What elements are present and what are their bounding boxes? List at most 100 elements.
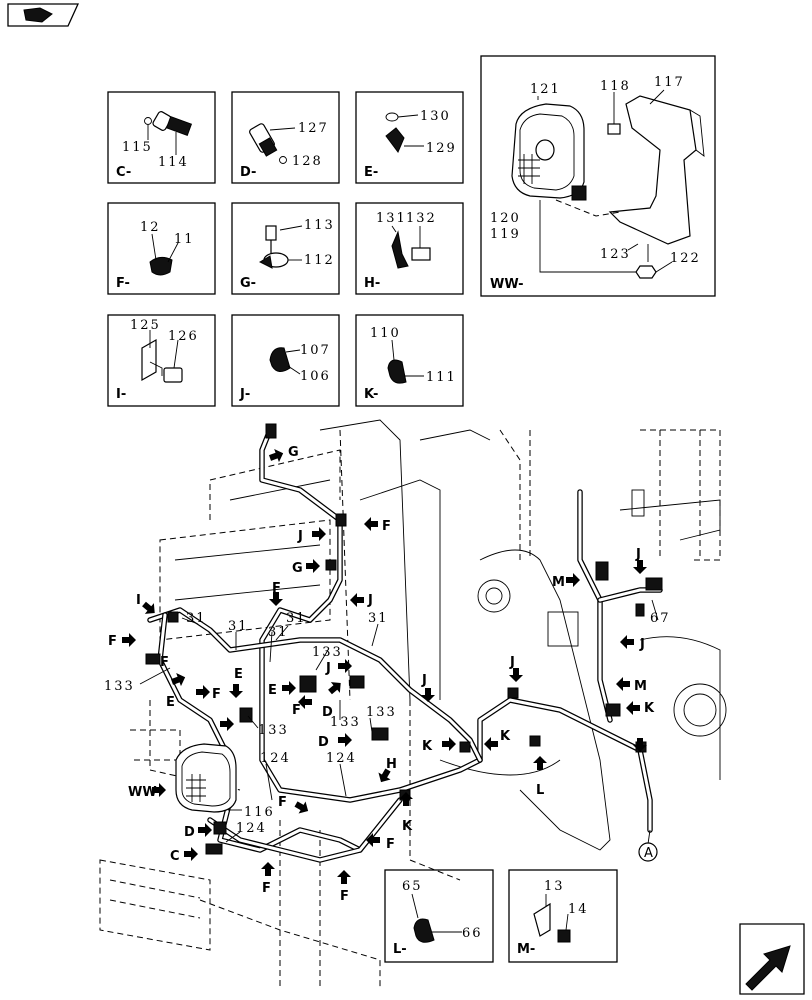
part-number: 130	[420, 109, 451, 124]
next-page-arrow-icon[interactable]	[739, 923, 805, 995]
detail-box-i: 125 126 I-	[107, 314, 216, 407]
part-number: 31	[186, 611, 207, 626]
callout-letter: M	[634, 679, 647, 694]
detail-label: H-	[364, 276, 380, 291]
part-number: 133	[312, 645, 343, 660]
part-number: 113	[304, 218, 335, 233]
callout-letter: J	[639, 637, 645, 652]
callout-letter: E	[268, 683, 277, 698]
part-number: 117	[654, 75, 685, 90]
part-number: 132	[406, 211, 437, 226]
detail-label: M-	[517, 942, 535, 957]
part-number: 133	[104, 679, 135, 694]
callout-letter: E	[234, 667, 243, 682]
detail-box-j: 107 106 J-	[231, 314, 340, 407]
detail-box-ww: 121 118 117 120 119 123 122 WW-	[480, 55, 716, 297]
callout-letter: F	[278, 795, 287, 810]
part-number: 121	[530, 82, 561, 97]
callout-letter: F	[340, 889, 349, 904]
part-number: 31	[286, 611, 307, 626]
part-number: 106	[300, 369, 331, 384]
part-number: 128	[292, 154, 323, 169]
callout-letter: F	[108, 634, 117, 649]
part-number: 66	[462, 926, 483, 941]
detail-label: K-	[364, 387, 378, 402]
callout-letter: G	[292, 561, 303, 576]
part-number: 65	[402, 879, 423, 894]
callout-letter: D	[318, 735, 329, 750]
part-number: 115	[122, 140, 153, 155]
callout-letter: F	[386, 837, 395, 852]
callout-letter: L	[536, 783, 544, 798]
detail-label: WW-	[490, 277, 524, 292]
detail-box-h: 131 132 H-	[355, 202, 464, 295]
callout-letter: F	[382, 519, 391, 534]
part-number: 126	[168, 329, 199, 344]
callout-letter: G	[288, 445, 299, 460]
callout-letter: M	[552, 575, 565, 590]
callout-letter: K	[402, 819, 413, 834]
detail-box-m: 13 14 M-	[508, 869, 618, 963]
part-number: 112	[304, 253, 335, 268]
part-number: 31	[268, 625, 289, 640]
connector-ref-circle	[638, 842, 658, 862]
main-assembly: A 31 31 31 31 31 133 133 133 133 133 124…	[99, 419, 727, 990]
callout-letter: F	[292, 703, 301, 718]
detail-label: J-	[239, 387, 250, 402]
callout-letter: F	[212, 687, 221, 702]
part-number: 133	[330, 715, 361, 730]
detail-box-c: 115 114 C-	[107, 91, 216, 184]
part-number: 11	[174, 232, 195, 247]
part-number: 107	[300, 343, 331, 358]
detail-box-d: 127 128 D-	[231, 91, 340, 184]
part-number: 31	[228, 619, 249, 634]
part-number: 123	[600, 247, 631, 262]
book-arrow-icon[interactable]	[7, 3, 80, 27]
part-number: 131	[376, 211, 407, 226]
connector-ref: A	[644, 846, 653, 861]
callout-letter: E	[166, 695, 175, 710]
part-number: 67	[650, 611, 671, 626]
part-number: 120	[490, 211, 521, 226]
part-number: 114	[158, 155, 189, 170]
detail-label: D-	[240, 165, 256, 180]
detail-label: I-	[116, 387, 126, 402]
callout-letter: D	[184, 825, 195, 840]
callout-letter: K	[500, 729, 511, 744]
callout-letter: F	[262, 881, 271, 896]
detail-box-l: 65 66 L-	[384, 869, 494, 963]
part-number: 116	[244, 805, 275, 820]
callout-letter: J	[509, 655, 515, 670]
part-number: 133	[258, 723, 289, 738]
part-number: 111	[426, 370, 457, 385]
callout-letter: D	[322, 705, 333, 720]
callout-letter: C	[170, 849, 180, 864]
part-number: 12	[140, 220, 161, 235]
callout-letter: J	[635, 547, 641, 562]
detail-label: G-	[240, 276, 256, 291]
part-number: 31	[368, 611, 389, 626]
part-number: 124	[326, 751, 357, 766]
callout-letter: J	[297, 529, 303, 544]
callout-letter: WW	[128, 785, 157, 800]
part-number: 13	[544, 879, 565, 894]
callout-letters: G F J G J I F F F E E F E F D J D H K J …	[108, 445, 655, 904]
part-number: 118	[600, 79, 631, 94]
callout-letter: F	[272, 581, 281, 596]
detail-label: E-	[364, 165, 378, 180]
detail-label: L-	[393, 942, 407, 957]
callout-letter: H	[386, 757, 397, 772]
callout-letter: I	[136, 593, 141, 608]
detail-box-g: 113 112 G-	[231, 202, 340, 295]
part-number: 125	[130, 318, 161, 333]
callout-letter: J	[367, 593, 373, 608]
part-number: 122	[670, 251, 701, 266]
part-number: 124	[260, 751, 291, 766]
part-number: 133	[366, 705, 397, 720]
callout-letter: J	[421, 673, 427, 688]
callout-letter: K	[422, 739, 433, 754]
part-number: 119	[490, 227, 521, 242]
detail-box-f: 12 11 F-	[107, 202, 216, 295]
callout-letter: F	[160, 655, 169, 670]
callout-letter: J	[325, 661, 331, 676]
